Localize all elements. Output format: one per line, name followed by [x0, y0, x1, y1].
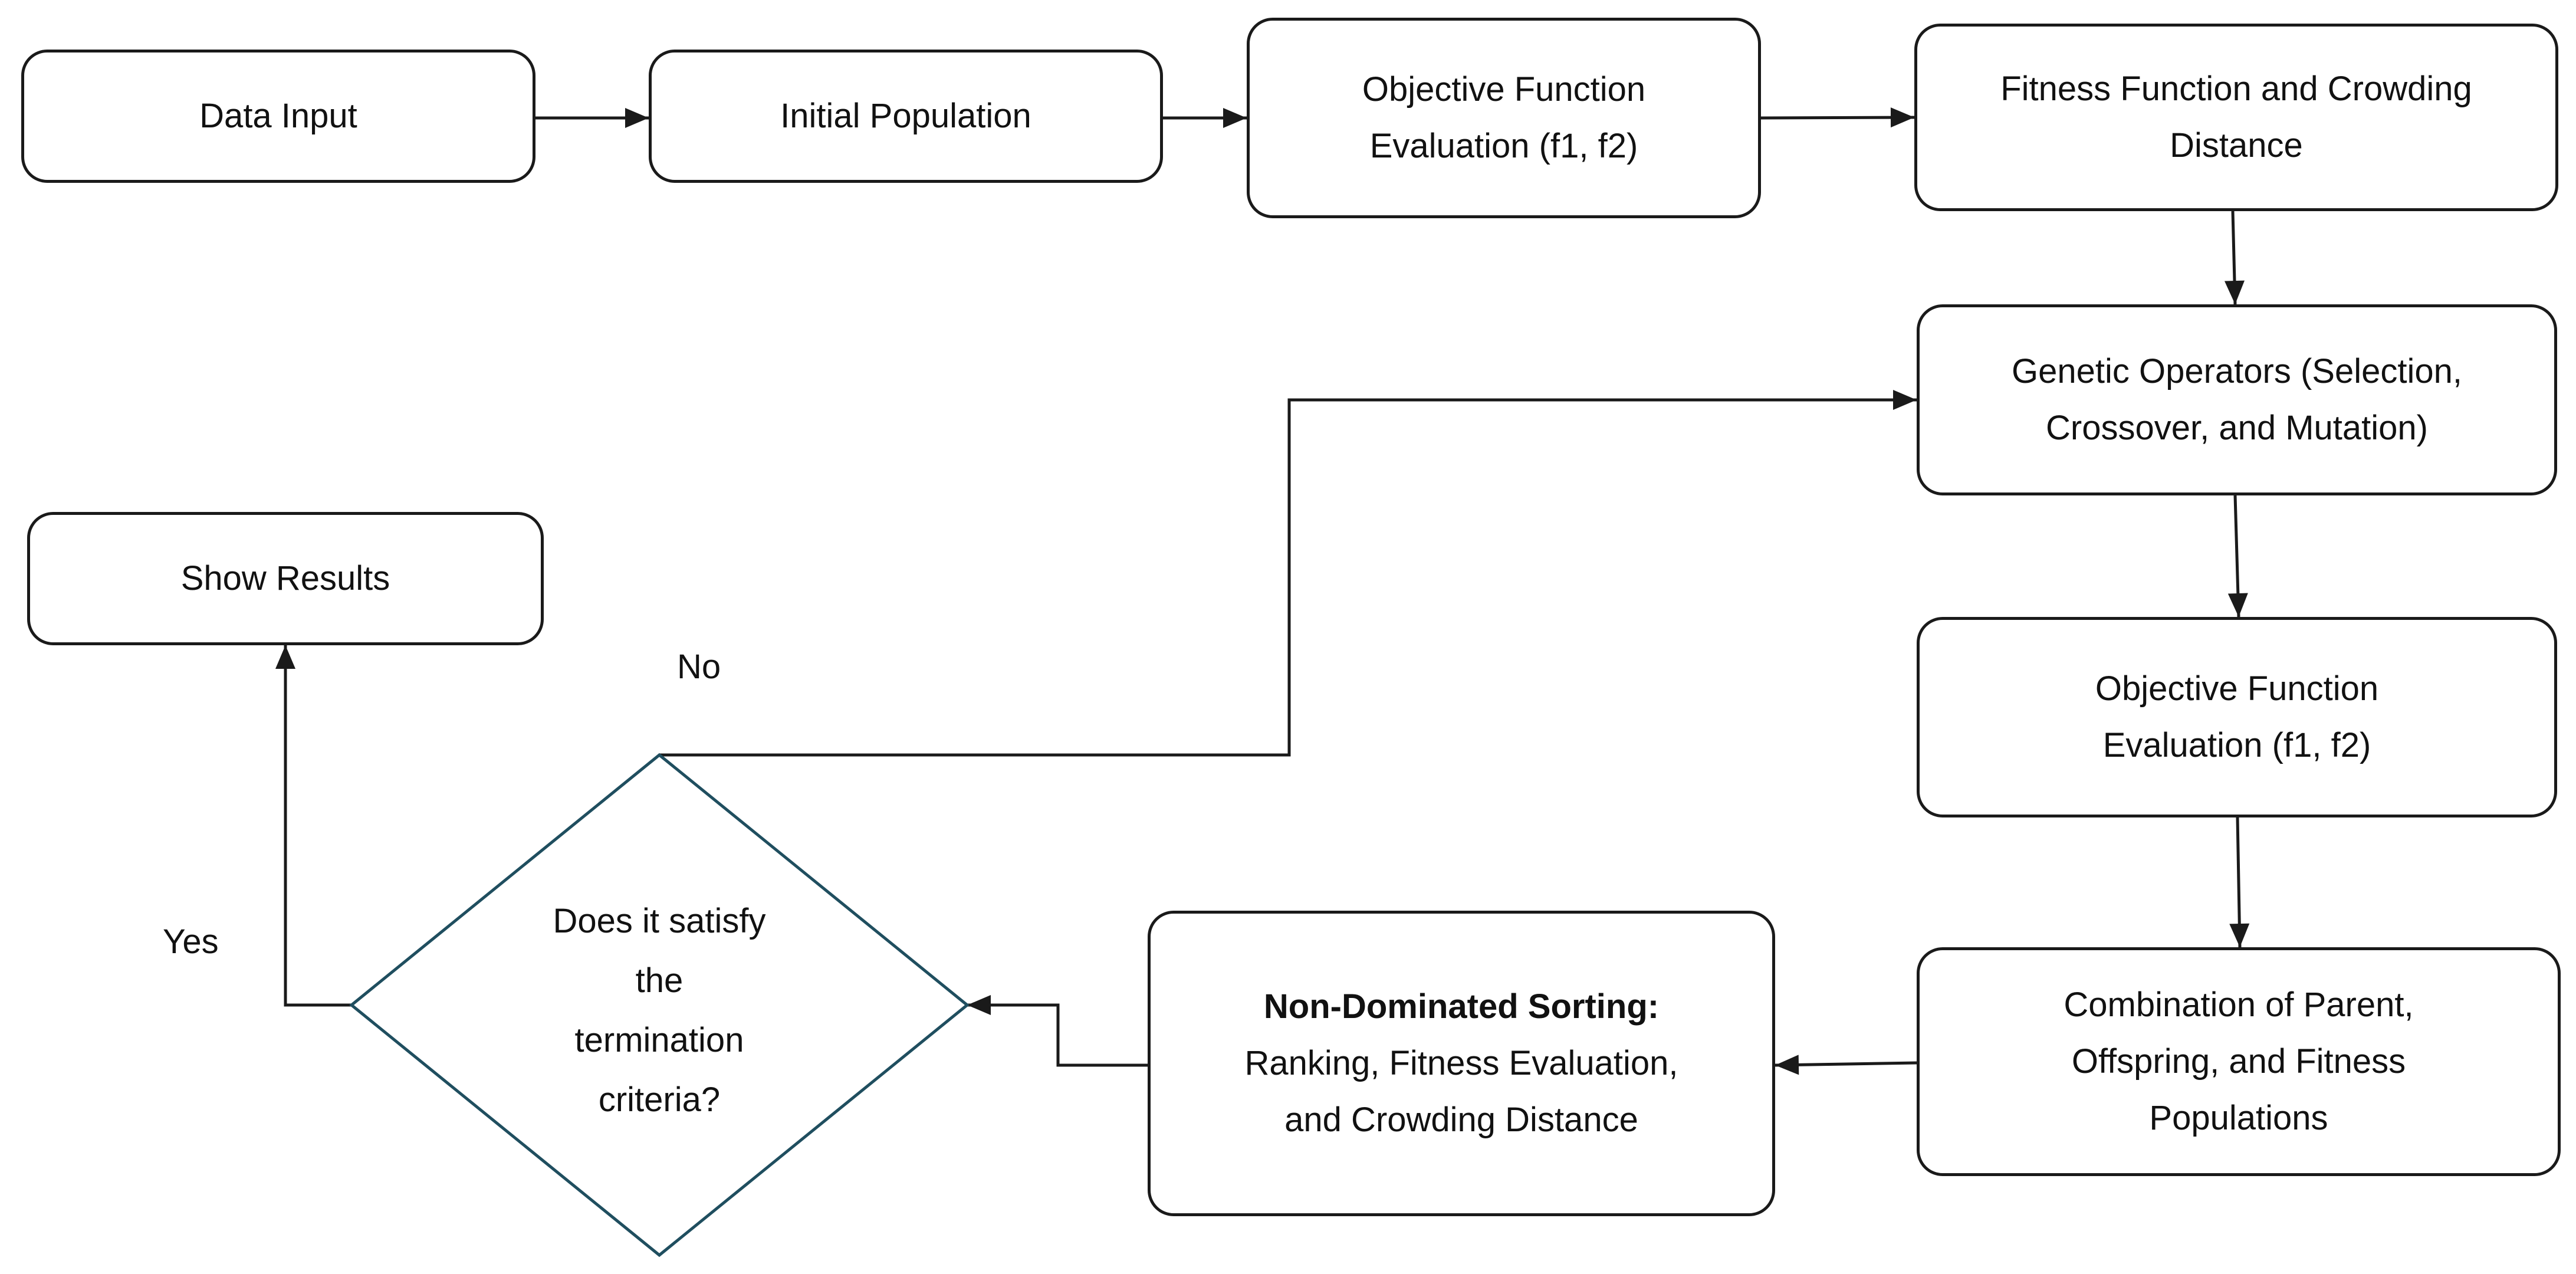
objective-evaluation-1-line-2: Evaluation (f1, f2) — [1369, 127, 1638, 165]
objective-evaluation-box-2: Objective Function Evaluation (f1, f2) — [1917, 617, 2557, 817]
arrow-decision-no-to-genetic-operators-head — [1893, 390, 1917, 410]
combination-line-2: Offspring, and Fitness — [2071, 1042, 2406, 1081]
data-input-box: Data Input — [21, 50, 535, 183]
arrow-objective-eval-to-combination-head — [2229, 923, 2250, 947]
arrow-decision-no-to-genetic-operators — [659, 398, 1917, 757]
edge-label-yes: Yes — [163, 922, 219, 961]
arrow-non-dominated-to-decision — [967, 1003, 1148, 1067]
objective-evaluation-1-line-1: Objective Function — [1362, 70, 1646, 109]
arrow-decision-yes-to-show-results — [284, 645, 351, 1007]
initial-population-label: Initial Population — [780, 96, 1031, 135]
objective-evaluation-2-line-1: Objective Function — [2095, 669, 2379, 708]
combination-line-3: Populations — [2149, 1099, 2328, 1138]
data-input-label: Data Input — [199, 96, 357, 135]
arrow-genetic-operators-to-objective-eval-head — [2227, 593, 2248, 617]
decision-line-2: the — [635, 961, 684, 1000]
arrow-combination-to-non-dominated — [1775, 1061, 1917, 1067]
arrow-initial-population-to-objective-eval-head — [1223, 108, 1247, 128]
non-dominated-sorting-box: Non-Dominated Sorting: Ranking, Fitness … — [1148, 911, 1775, 1216]
genetic-operators-line-2: Crossover, and Mutation) — [2046, 409, 2428, 447]
arrow-objective-eval-to-fitness-head — [1890, 107, 1914, 128]
show-results-label: Show Results — [180, 559, 390, 597]
decision-text: Does it satisfy the termination criteria… — [482, 892, 836, 1130]
fitness-crowding-line-1: Fitness Function and Crowding — [2000, 69, 2472, 108]
arrow-data-input-to-initial-population-head — [625, 108, 649, 128]
arrow-fitness-to-genetic-operators-head — [2224, 280, 2245, 304]
arrow-decision-yes-to-show-results-head — [275, 645, 295, 669]
objective-evaluation-2-line-2: Evaluation (f1, f2) — [2102, 726, 2371, 764]
fitness-crowding-line-2: Distance — [2170, 126, 2303, 165]
combination-box: Combination of Parent, Offspring, and Fi… — [1917, 947, 2561, 1176]
decision-diamond — [349, 753, 970, 1257]
decision-line-4: criteria? — [598, 1080, 721, 1119]
non-dominated-sorting-title: Non-Dominated Sorting: — [1263, 987, 1660, 1026]
fitness-crowding-box: Fitness Function and Crowding Distance — [1914, 24, 2558, 211]
decision-line-1: Does it satisfy — [553, 902, 766, 940]
initial-population-box: Initial Population — [649, 50, 1163, 183]
genetic-operators-line-1: Genetic Operators (Selection, — [2011, 352, 2463, 390]
genetic-operators-box: Genetic Operators (Selection, Crossover,… — [1917, 304, 2557, 495]
show-results-box: Show Results — [27, 512, 544, 645]
combination-line-1: Combination of Parent, — [2064, 985, 2414, 1024]
edge-label-no: No — [677, 648, 721, 686]
arrow-non-dominated-to-decision-head — [967, 995, 991, 1015]
arrow-combination-to-non-dominated-head — [1775, 1055, 1799, 1075]
arrow-objective-eval-to-fitness — [1760, 116, 1915, 120]
decision-line-3: termination — [574, 1020, 744, 1059]
non-dominated-sorting-line-1: Ranking, Fitness Evaluation, — [1244, 1043, 1678, 1082]
non-dominated-sorting-line-2: and Crowding Distance — [1284, 1101, 1638, 1140]
objective-evaluation-box-1: Objective Function Evaluation (f1, f2) — [1247, 18, 1761, 218]
